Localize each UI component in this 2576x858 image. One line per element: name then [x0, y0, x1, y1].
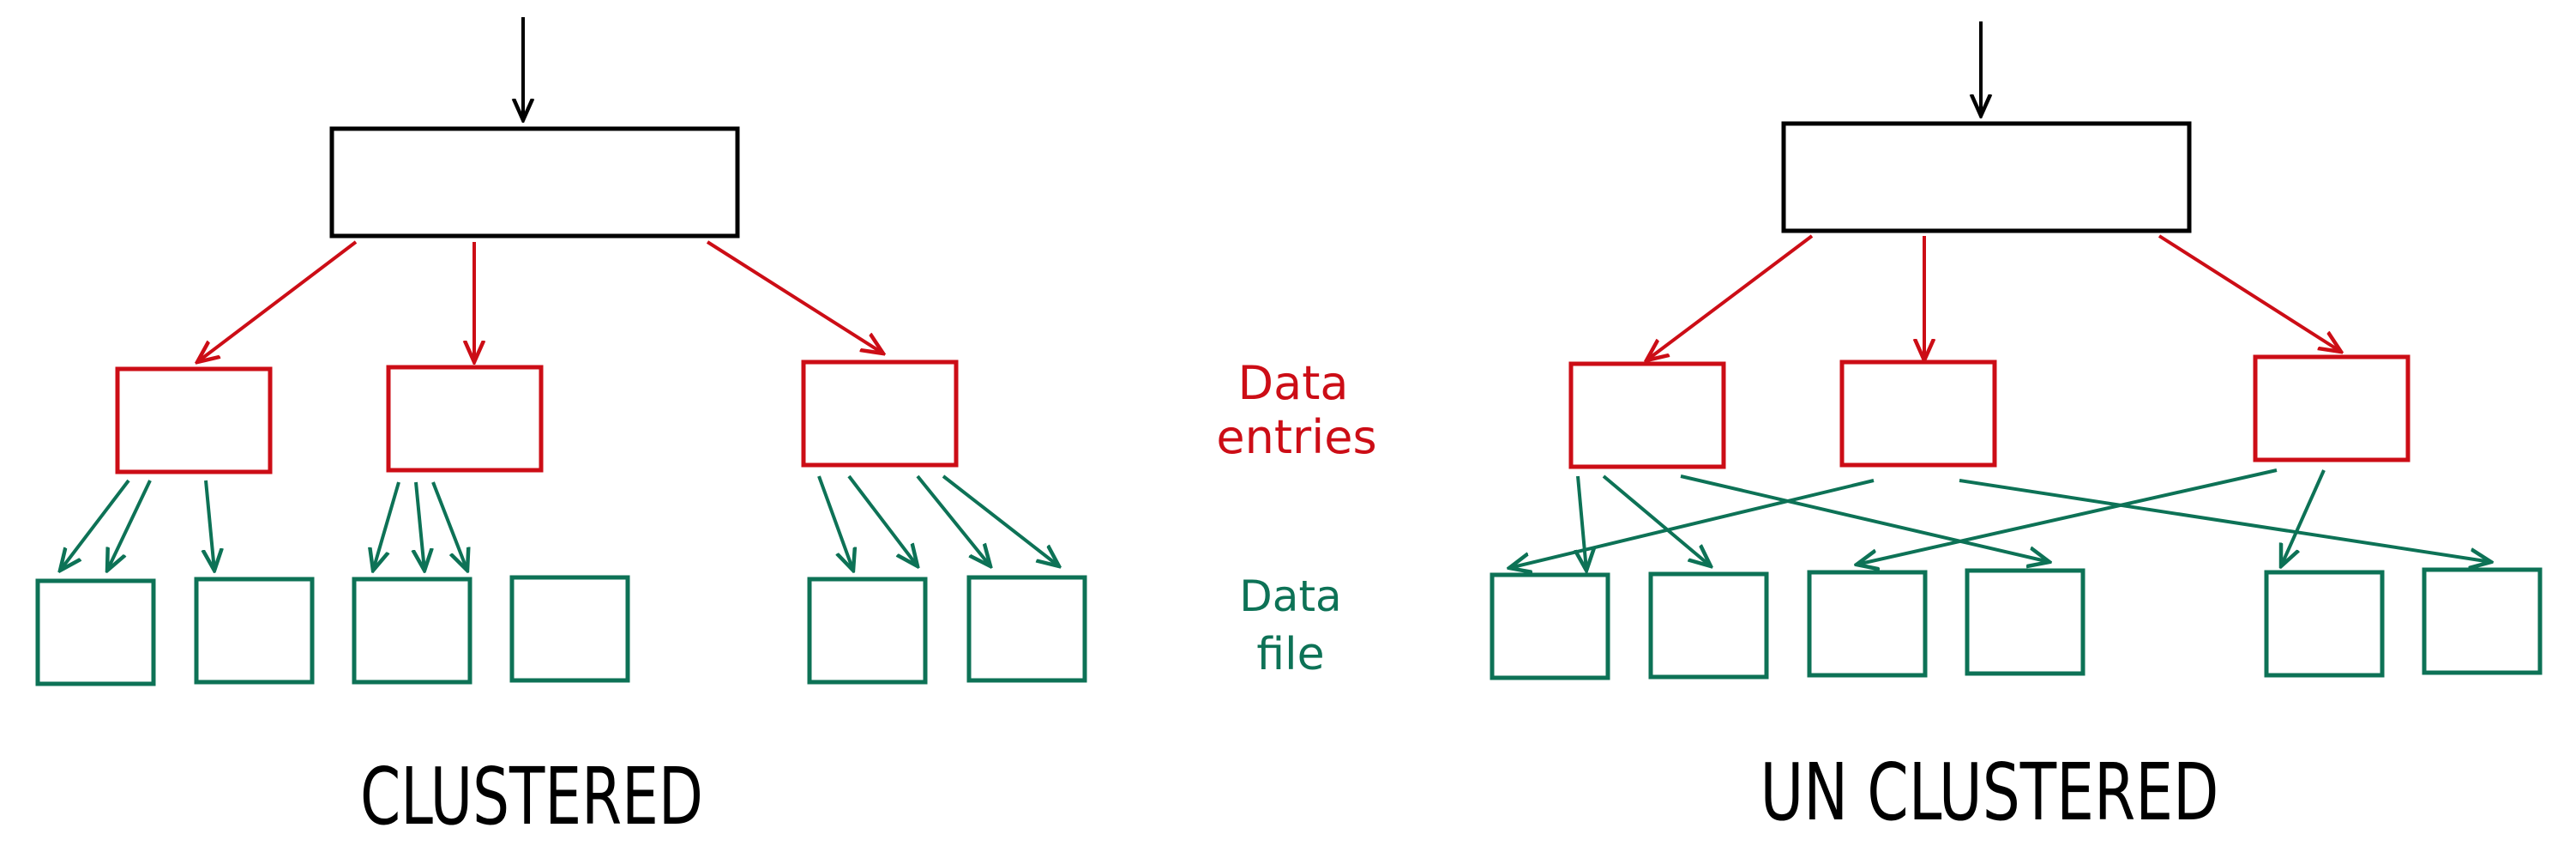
entry-to-file-arrow	[2281, 469, 2326, 566]
data-file-box	[1807, 570, 1928, 678]
entry-to-file-arrow	[431, 481, 467, 571]
entry-to-file-arrow	[1509, 479, 1875, 568]
data-file-box	[807, 577, 928, 685]
data-file-box	[35, 578, 156, 686]
data-file-box	[966, 575, 1087, 683]
unclustered-diagram: UN CLUSTERED	[1490, 21, 2543, 838]
data-file-box	[2264, 570, 2385, 678]
root-to-entry-arrows	[1646, 234, 2341, 360]
entry-to-file-arrow	[1602, 474, 1711, 566]
root-to-entry-arrow	[706, 240, 883, 353]
entry-to-file-arrow	[1857, 468, 2278, 565]
entry-to-file-arrow	[1578, 475, 1586, 571]
root-to-entry-arrow	[2158, 234, 2341, 352]
data-entry-boxes	[1568, 354, 2410, 469]
entry-to-file-arrow	[1680, 474, 2049, 562]
data-entries-label-line1: Data	[1238, 356, 1349, 410]
entry-to-file-arrow	[916, 474, 990, 566]
data-entry-box	[2253, 354, 2410, 462]
data-file-box	[352, 577, 472, 685]
root-index-node	[329, 126, 740, 239]
entry-to-file-arrow	[373, 481, 400, 571]
data-entry-boxes	[115, 360, 959, 474]
entry-to-file-arrow	[416, 481, 424, 571]
root-to-entry-arrow	[1646, 234, 1814, 360]
data-file-box	[194, 577, 315, 685]
data-file-box	[1965, 568, 2085, 676]
data-entry-box	[386, 365, 544, 473]
entry-to-file-arrow	[60, 479, 130, 571]
entry-to-file-arrow	[206, 480, 214, 571]
data-file-boxes	[1490, 567, 2543, 680]
entry-to-file-arrows	[60, 474, 1059, 571]
data-entry-box	[1839, 360, 1997, 468]
entry-to-file-arrow	[1959, 479, 2491, 562]
entry-to-file-arrow	[107, 480, 152, 571]
data-file-box	[509, 575, 630, 683]
root-index-node	[1781, 121, 2192, 233]
entry-to-file-arrow	[817, 475, 853, 571]
clustered-diagram: CLUSTERED	[35, 17, 1087, 843]
data-file-label-line2: file	[1256, 629, 1324, 680]
clustered-title: CLUSTERED	[360, 751, 703, 843]
data-file-box	[1648, 571, 1769, 680]
entry-to-file-arrow	[942, 474, 1059, 566]
data-entry-box	[801, 360, 959, 468]
legend-labels: Data entries Data file	[1216, 356, 1376, 680]
root-to-entry-arrows	[197, 240, 883, 362]
data-file-label-line1: Data	[1239, 571, 1341, 621]
data-entry-box	[115, 366, 273, 474]
entry-to-file-arrow	[847, 474, 918, 566]
data-entries-label-line2: entries	[1216, 410, 1376, 464]
entry-to-file-arrows	[1509, 468, 2491, 571]
root-to-entry-arrow	[197, 240, 358, 362]
unclustered-title: UN CLUSTERED	[1760, 746, 2219, 838]
data-entry-box	[1568, 361, 1726, 469]
data-file-box	[1490, 572, 1610, 680]
data-file-box	[2422, 567, 2543, 675]
data-file-boxes	[35, 575, 1087, 686]
